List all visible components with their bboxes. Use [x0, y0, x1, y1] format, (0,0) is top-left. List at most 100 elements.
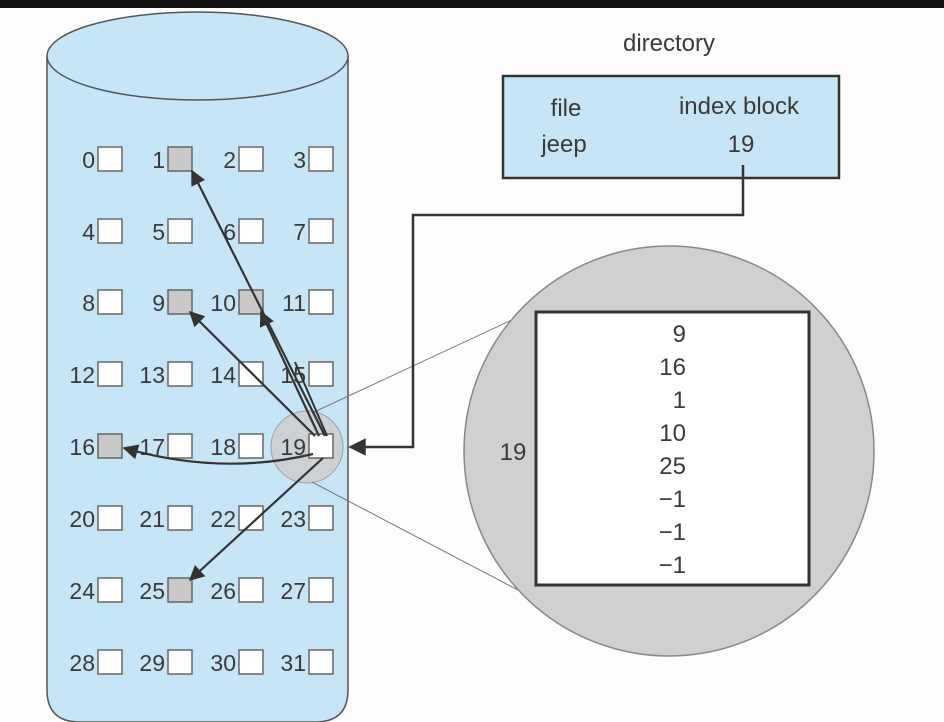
disk-block-2: 2	[223, 146, 264, 173]
header-file: file	[551, 95, 582, 122]
allocated-block	[167, 146, 193, 172]
free-block	[97, 146, 123, 172]
free-block	[308, 649, 334, 675]
disk-block-15: 15	[280, 361, 334, 388]
block-number: 29	[139, 650, 165, 676]
disk-block-0: 0	[82, 146, 123, 173]
disk-block-23: 23	[280, 505, 334, 532]
block-number: 8	[82, 290, 95, 316]
pointer-to-block-9	[188, 310, 316, 437]
index-entry: −1	[659, 486, 686, 513]
disk-block-26: 26	[210, 577, 264, 604]
block-number: 16	[69, 434, 95, 460]
disk-block-4: 4	[82, 218, 123, 245]
index-entry: 1	[673, 387, 686, 414]
free-block	[97, 649, 123, 675]
free-block	[238, 649, 264, 675]
block-number: 4	[82, 219, 95, 245]
block-number: 1	[152, 147, 165, 173]
disk-block-17: 17	[139, 433, 193, 460]
block-number: 10	[210, 290, 236, 316]
zoom-line-bottom	[311, 481, 557, 611]
pointer-stroke	[294, 361, 328, 437]
free-block	[308, 505, 334, 531]
free-block	[97, 361, 123, 387]
free-block	[308, 146, 334, 172]
free-block	[97, 218, 123, 244]
allocated-block	[238, 289, 264, 315]
header-index-block: index block	[679, 93, 800, 120]
block-number: 24	[69, 578, 95, 604]
index-entry: 9	[673, 321, 686, 348]
free-block	[167, 433, 193, 459]
block-number: 0	[82, 147, 95, 173]
disk-block-9: 9	[152, 289, 193, 316]
free-block	[308, 361, 334, 387]
index-block-label: 19	[500, 439, 527, 466]
disk-block-1: 1	[152, 146, 193, 173]
block-number: 23	[280, 506, 306, 532]
free-block	[167, 361, 193, 387]
block-number: 22	[210, 506, 236, 532]
block-number: 2	[223, 147, 236, 173]
directory-to-index-arrow	[348, 165, 745, 456]
disk-block-13: 13	[139, 361, 193, 388]
disk-block-5: 5	[152, 218, 193, 245]
pointer-to-block-10	[259, 310, 320, 437]
free-block	[97, 289, 123, 315]
block-number: 5	[152, 219, 165, 245]
free-block	[308, 577, 334, 603]
disk-block-8: 8	[82, 289, 123, 316]
block-number: 13	[139, 362, 165, 388]
allocated-block	[97, 433, 123, 459]
free-block	[97, 505, 123, 531]
disk-block-12: 12	[69, 361, 123, 388]
free-block	[238, 146, 264, 172]
block-number: 18	[210, 434, 236, 460]
block-number: 12	[69, 362, 95, 388]
free-block	[97, 577, 123, 603]
pointer-arrows	[122, 169, 328, 582]
disk-block-20: 20	[69, 505, 123, 532]
allocated-block	[167, 289, 193, 315]
disk-block-16: 16	[69, 433, 123, 460]
directory-title: directory	[623, 30, 715, 57]
disk-block-18: 18	[210, 433, 264, 460]
disk-block-29: 29	[139, 649, 193, 676]
entry-index-block: 19	[728, 131, 755, 158]
block-number: 11	[282, 290, 306, 316]
directory-table: file index block jeep 19	[501, 74, 841, 180]
block-number: 30	[210, 650, 236, 676]
disk-block-3: 3	[293, 146, 334, 173]
block-number: 6	[223, 219, 236, 245]
index-entry: 16	[659, 354, 686, 381]
index-entry: −1	[659, 552, 686, 579]
index-entry: −1	[659, 519, 686, 546]
disk-block-11: 11	[282, 289, 334, 316]
disk-block-7: 7	[293, 218, 334, 245]
disk-block-21: 21	[139, 505, 193, 532]
disk-block-24: 24	[69, 577, 123, 604]
block-number: 31	[280, 650, 306, 676]
window-top-bar	[0, 0, 944, 8]
disk-block-31: 31	[280, 649, 334, 676]
block-number: 3	[293, 147, 306, 173]
disk-block-30: 30	[210, 649, 264, 676]
disk-block-25: 25	[139, 577, 193, 604]
block-number: 25	[139, 578, 165, 604]
disk-block-6: 6	[223, 218, 264, 245]
free-block	[238, 577, 264, 603]
free-block	[167, 218, 193, 244]
index-entry: 25	[659, 453, 686, 480]
allocated-block	[167, 577, 193, 603]
free-block	[167, 505, 193, 531]
block-number: 7	[293, 219, 306, 245]
block-number: 9	[152, 290, 165, 316]
entry-file-name: jeep	[540, 131, 586, 158]
pointer-to-block-1	[191, 169, 326, 437]
block-number: 21	[139, 506, 165, 532]
block-number: 26	[210, 578, 236, 604]
